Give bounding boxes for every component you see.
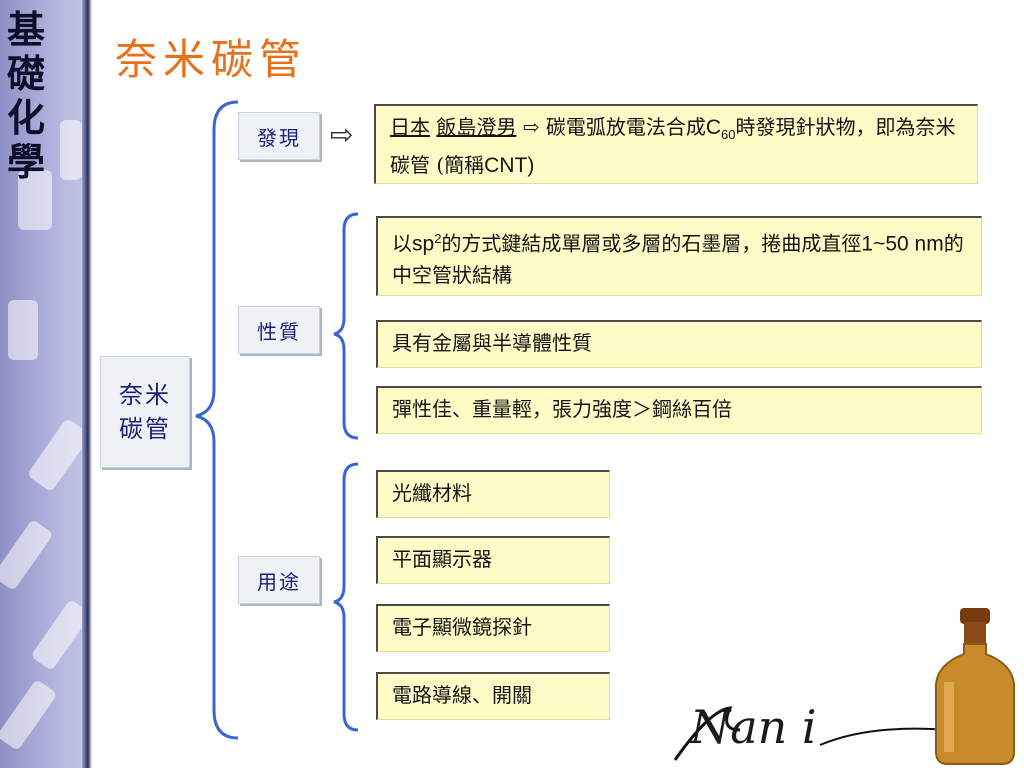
use-item: 平面顯示器 xyxy=(376,536,610,584)
sidebar-edge xyxy=(82,0,92,768)
category-uses: 用途 xyxy=(238,556,320,604)
use-item: 電子顯微鏡探針 xyxy=(376,604,610,652)
bottle-shape xyxy=(60,120,82,180)
property-item: 具有金屬與半導體性質 xyxy=(376,320,982,368)
root-node: 奈米 碳管 xyxy=(100,356,190,468)
bottle-shape xyxy=(18,170,52,230)
page-title: 奈米碳管 xyxy=(115,35,308,84)
logo-text: Nan i xyxy=(690,700,817,754)
property-item: 彈性佳、重量輕，張力強度＞鋼絲百倍 xyxy=(376,386,982,434)
sidebar-strip: 基 礎 化 學 xyxy=(0,0,92,768)
use-item: 電路導線、開關 xyxy=(376,672,610,720)
logo-swoosh xyxy=(673,706,949,761)
sidebar-title: 基 礎 化 學 xyxy=(6,8,45,184)
bottle-shape xyxy=(8,300,38,360)
uses-brace xyxy=(333,462,359,732)
properties-brace xyxy=(333,212,359,440)
category-properties: 性質 xyxy=(238,306,320,354)
arrow-right-icon: ⇨ xyxy=(330,118,354,151)
use-item: 光纖材料 xyxy=(376,470,610,518)
bottle-icon xyxy=(935,608,1015,765)
discovery-box: 日本 飯島澄男 ⇨ 碳電弧放電法合成C60時發現針狀物，即為奈米碳管 (簡稱CN… xyxy=(374,104,978,184)
main-brace xyxy=(195,100,239,740)
category-discovery: 發現 xyxy=(238,112,320,160)
property-item: 以sp2的方式鍵結成單層或多層的石墨層，捲曲成直徑1~50 nm的中空管狀結構 xyxy=(376,216,982,296)
